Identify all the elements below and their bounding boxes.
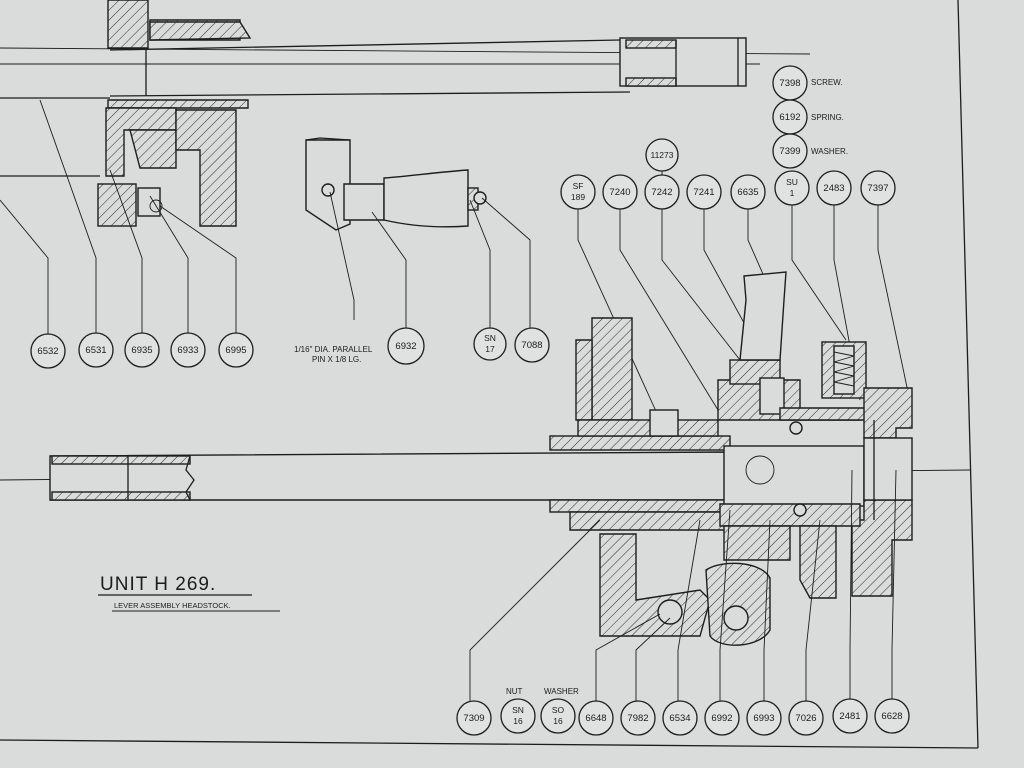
svg-text:1: 1 [790,188,795,198]
svg-text:17: 17 [485,344,495,354]
bubble-7026: 7026 [788,700,824,736]
upper-shaft-assembly [0,0,811,227]
bubble-6992: 6992 [704,700,740,736]
svg-text:6993: 6993 [753,713,774,724]
bubble-6932: 6932 [387,327,425,365]
svg-text:SN: SN [484,333,496,343]
svg-text:SF: SF [573,181,584,191]
svg-text:16: 16 [513,716,523,726]
svg-text:WASHER.: WASHER. [811,147,848,156]
svg-text:6635: 6635 [737,187,758,198]
bubble-6995: 6995 [218,332,254,368]
svg-text:6935: 6935 [131,345,152,356]
bubble-su1: SU1 [774,170,810,206]
svg-text:189: 189 [571,192,585,202]
svg-text:7398: 7398 [779,78,800,89]
bubble-7240: 7240 [602,174,638,210]
nut-label: NUT [506,687,523,696]
svg-text:11273: 11273 [650,150,673,160]
bubble-6648: 6648 [578,700,614,736]
bubble-7309: 7309 [456,700,492,736]
pin-detail: 1/16" DIA. PARALLEL PIN X 1/8 LG. [294,137,531,364]
leaders-bottom [469,469,897,702]
svg-text:6932: 6932 [395,341,416,352]
bubble-2481: 2481 [832,698,868,734]
title-block: UNIT H 269. LEVER ASSEMBLY HEADSTOCK. [98,574,280,612]
svg-text:6992: 6992 [711,713,732,724]
svg-text:2483: 2483 [823,183,844,194]
unit-subtitle: LEVER ASSEMBLY HEADSTOCK. [114,601,231,610]
bubble-6628: 6628 [874,698,910,734]
svg-text:SU: SU [786,177,798,187]
svg-text:6628: 6628 [881,711,902,722]
svg-text:7982: 7982 [627,713,648,724]
sheet-border [0,0,979,749]
svg-text:SPRING.: SPRING. [811,113,844,122]
svg-text:2481: 2481 [839,711,860,722]
bubble-7242: 7242 [644,174,680,210]
svg-text:6933: 6933 [177,345,198,356]
svg-text:6531: 6531 [85,345,106,356]
main-headstock-assembly [0,271,971,646]
svg-text:7240: 7240 [609,187,630,198]
callout-screw: 7398 SCREW. [772,65,843,101]
bubble-6993: 6993 [746,700,782,736]
bubble-7241: 7241 [686,174,722,210]
bubble-6531: 6531 [78,332,114,368]
svg-text:1/16" DIA. PARALLEL: 1/16" DIA. PARALLEL [294,345,373,354]
bubble-11273: 11273 [645,138,679,172]
svg-text:SO: SO [552,705,565,715]
svg-text:6534: 6534 [669,713,690,724]
svg-text:7309: 7309 [463,713,484,724]
bubble-6935: 6935 [124,332,160,368]
svg-text:7397: 7397 [867,183,888,194]
bubble-6534: 6534 [662,700,698,736]
unit-title: UNIT H 269. [100,574,216,595]
svg-text:7399: 7399 [779,146,800,157]
svg-text:7026: 7026 [795,713,816,724]
svg-text:PIN X 1/8 LG.: PIN X 1/8 LG. [312,355,361,364]
washer-label: WASHER [544,687,579,696]
callout-spring: 6192 SPRING. [772,99,844,135]
bubble-6933: 6933 [170,332,206,368]
bubble-7088: 7088 [514,327,550,363]
bubble-2483: 2483 [816,170,852,206]
leaders-top-left [0,99,237,336]
bubble-6532: 6532 [30,333,66,369]
svg-text:SCREW.: SCREW. [811,78,843,87]
svg-text:6995: 6995 [225,345,246,356]
svg-text:7088: 7088 [521,340,542,351]
svg-text:SN: SN [512,705,524,715]
bubble-6635: 6635 [730,174,766,210]
svg-text:6532: 6532 [37,346,58,357]
svg-text:6192: 6192 [779,112,800,123]
svg-text:7242: 7242 [651,187,672,198]
bubble-7397: 7397 [860,170,896,206]
callout-washer: 7399 WASHER. [772,133,848,169]
svg-text:7241: 7241 [693,187,714,198]
bubble-7982: 7982 [620,700,656,736]
svg-text:6648: 6648 [585,713,606,724]
svg-text:16: 16 [553,716,563,726]
